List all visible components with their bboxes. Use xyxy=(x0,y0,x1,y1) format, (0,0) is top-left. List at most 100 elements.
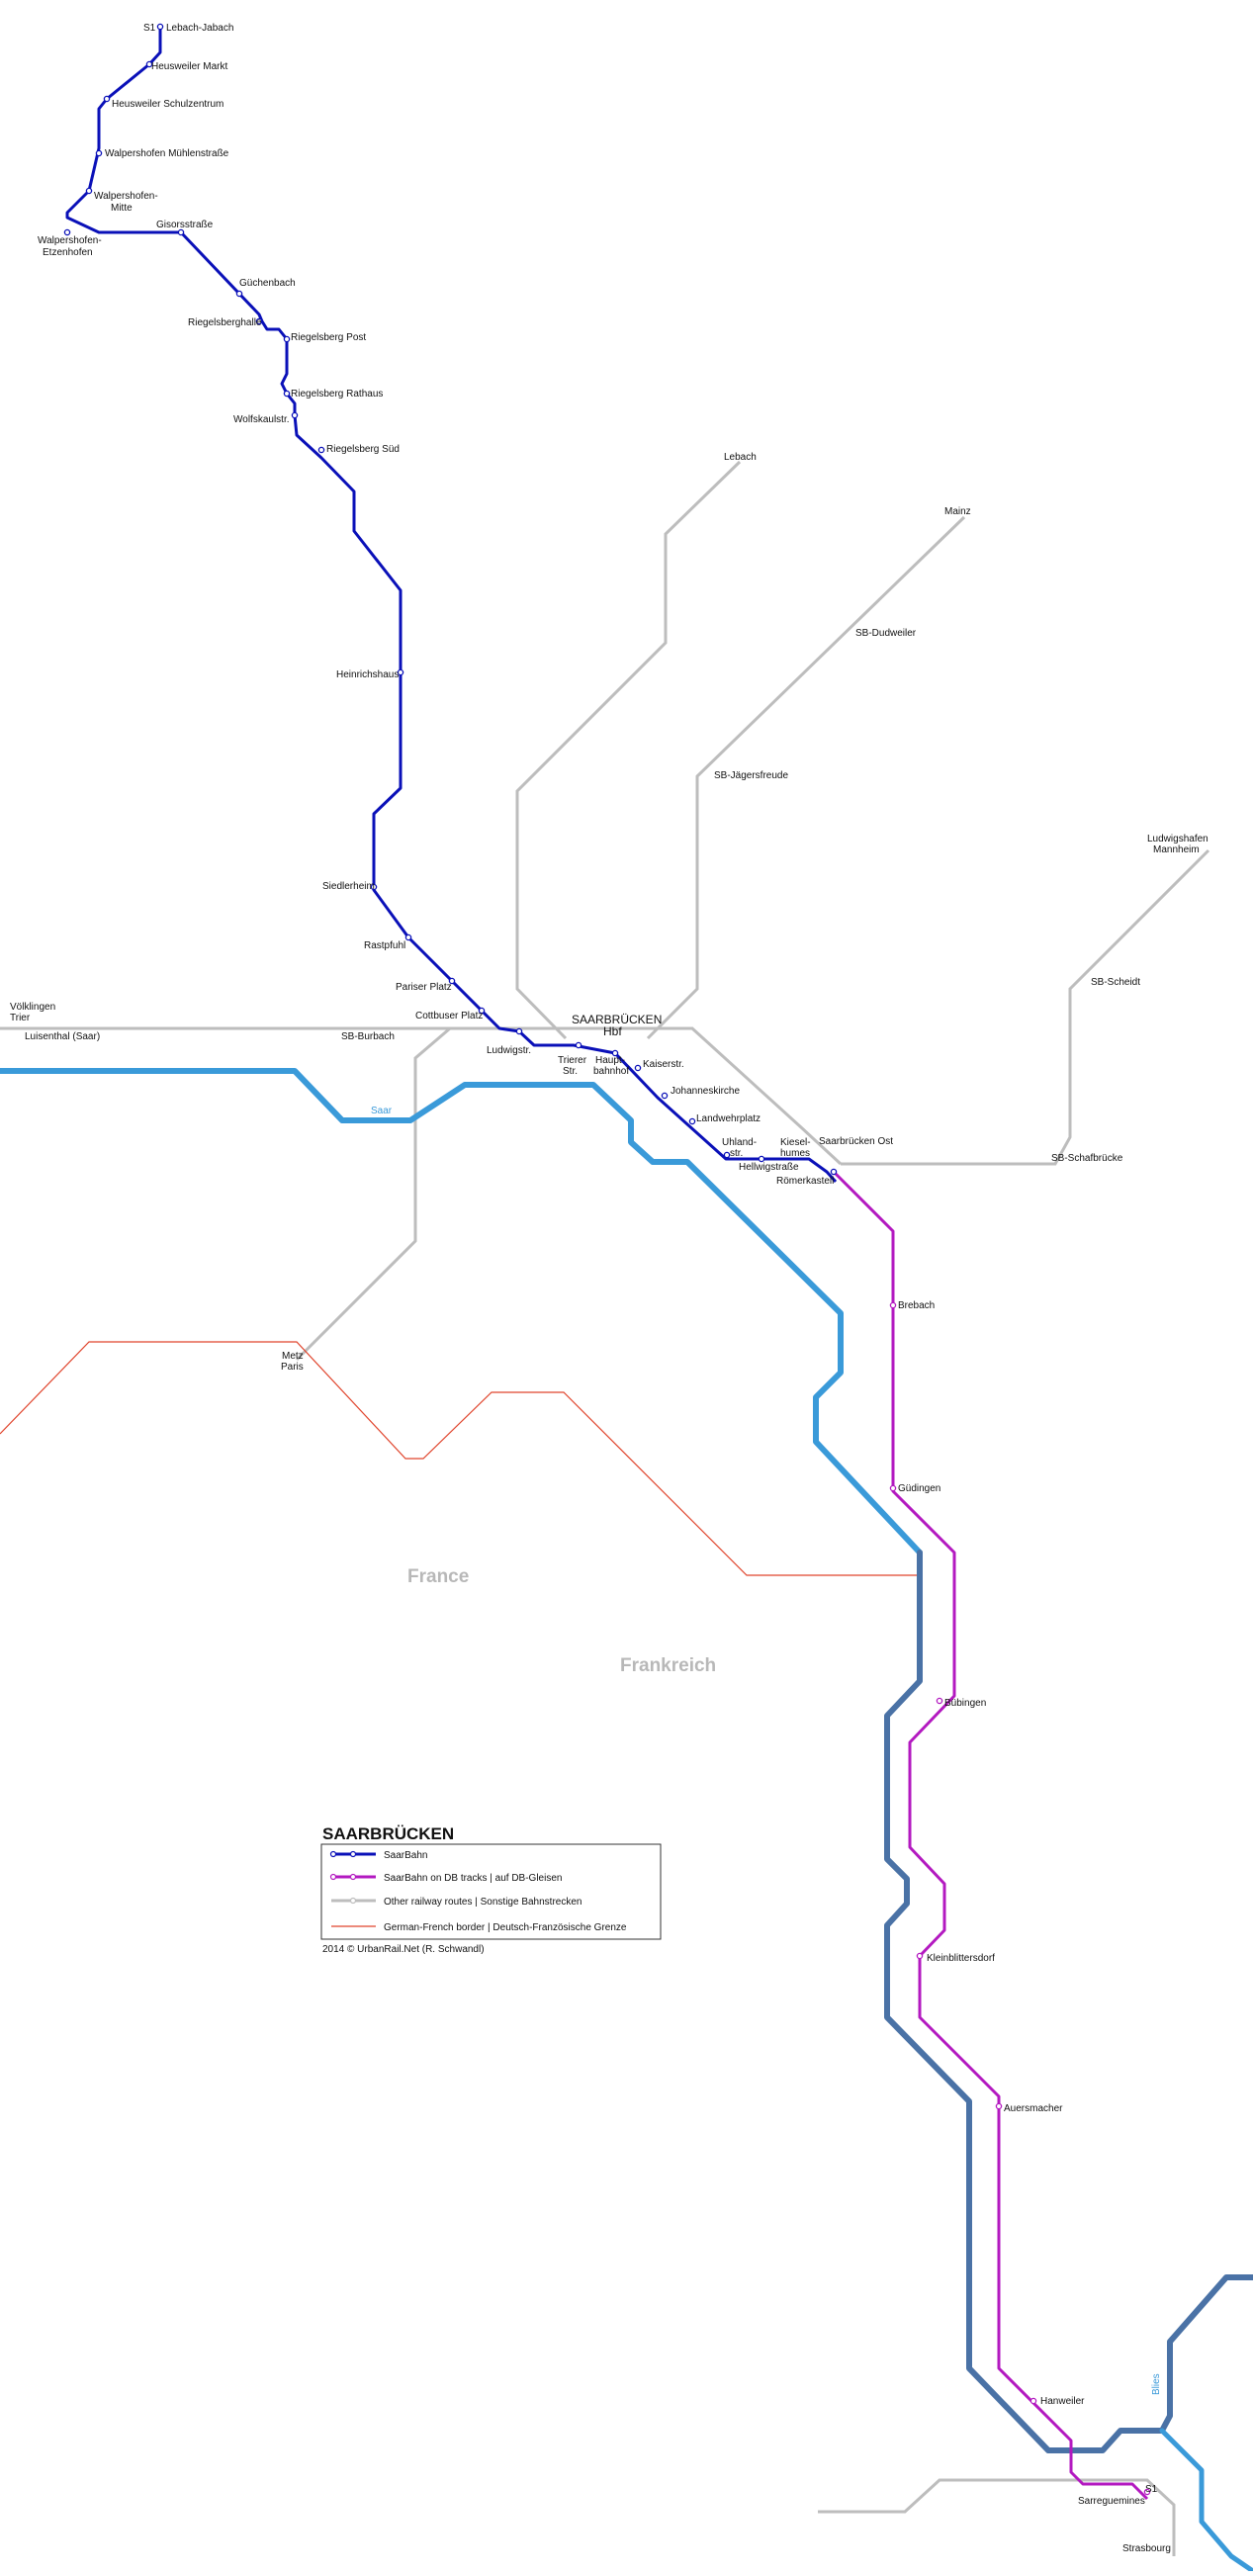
label-hbf-2: Hbf xyxy=(603,1024,622,1038)
station-saarbruecken-ost: Saarbrücken Ost xyxy=(819,1136,893,1147)
railway-strasbourg xyxy=(1070,2478,1176,2556)
station-hauptbahnhof-1: Haupt- xyxy=(595,1055,625,1066)
station-marker-johanneskirche xyxy=(661,1092,669,1100)
station-wolfskaulstr: Wolfskaulstr. xyxy=(233,414,290,425)
legend: SAARBRÜCKEN SaarBahn SaarBahn on DB trac… xyxy=(320,1824,662,1955)
station-hellwigstrasse: Hellwigstraße xyxy=(739,1162,799,1173)
legend-label-railway: Other railway routes | Sonstige Bahnstre… xyxy=(384,1897,582,1908)
station-walpershofen-etzenhofen-2: Etzenhofen xyxy=(43,247,93,258)
station-labels: Lebach-Jabach Heusweiler Markt Heusweile… xyxy=(38,23,1145,2507)
station-marker-riegelsberg-sued xyxy=(317,446,325,454)
label-metz-2: Paris xyxy=(281,1362,304,1373)
station-gisorsstrasse: Gisorsstraße xyxy=(156,220,214,230)
station-uhlandstr-1: Uhland- xyxy=(722,1137,757,1148)
station-marker-pariser-platz xyxy=(448,977,456,985)
station-kaiserstr: Kaiserstr. xyxy=(643,1059,684,1070)
label-sb-dudweiler: SB-Dudweiler xyxy=(855,628,917,639)
label-sb-schafbruecke: SB-Schafbrücke xyxy=(1051,1153,1123,1164)
station-marker-auersmacher xyxy=(995,2102,1003,2110)
station-marker-trierer-str xyxy=(575,1041,582,1049)
station-marker-walpershofen-muehlenstrasse xyxy=(95,149,103,157)
station-riegelsberg-post: Riegelsberg Post xyxy=(291,332,366,343)
station-uhlandstr-2: str. xyxy=(730,1148,743,1159)
station-marker-sarreguemines xyxy=(1143,2488,1151,2496)
station-marker-roemerkastell xyxy=(830,1168,838,1176)
label-frankreich: Frankreich xyxy=(620,1655,716,1676)
label-river-blies: Blies xyxy=(1151,2373,1162,2395)
other-railway-routes xyxy=(0,460,1210,2556)
station-marker-uhlandstr xyxy=(723,1151,731,1159)
station-roemerkastell: Römerkastell xyxy=(776,1176,834,1187)
station-guechenbach: Güchenbach xyxy=(239,278,296,289)
legend-item-border: German-French border | Deutsch-Französis… xyxy=(331,1922,627,1933)
label-voelklingen-2: Trier xyxy=(10,1013,31,1023)
station-sarreguemines: Sarreguemines xyxy=(1078,2496,1145,2507)
station-hanweiler: Hanweiler xyxy=(1040,2396,1085,2407)
station-cottbuser-platz: Cottbuser Platz xyxy=(415,1011,483,1022)
river-blies xyxy=(1159,2428,1253,2574)
legend-credit: 2014 © UrbanRail.Net (R. Schwandl) xyxy=(322,1944,485,1955)
station-riegelsberg-sued: Riegelsberg Süd xyxy=(326,444,400,455)
station-marker-kleinblittersdorf xyxy=(916,1952,924,1960)
station-guedingen: Güdingen xyxy=(898,1483,940,1494)
station-pariser-platz: Pariser Platz xyxy=(396,982,452,993)
label-river-saar: Saar xyxy=(371,1106,393,1116)
legend-label-saarbahn: SaarBahn xyxy=(384,1850,427,1861)
railway-voelklingen xyxy=(0,1026,843,1166)
label-strasbourg: Strasbourg xyxy=(1122,2543,1171,2554)
station-walpershofen-mitte-2: Mitte xyxy=(111,203,133,214)
station-hauptbahnhof-2: bahnhof xyxy=(593,1066,629,1077)
railway-lebach xyxy=(515,460,742,1040)
station-marker-wolfskaulstr xyxy=(291,411,299,419)
railway-sarreguemines-west xyxy=(818,2478,1070,2514)
station-auersmacher: Auersmacher xyxy=(1004,2103,1063,2114)
legend-label-db-tracks: SaarBahn on DB tracks | auf DB-Gleisen xyxy=(384,1873,562,1884)
station-marker-cottbuser-platz xyxy=(478,1007,486,1015)
station-marker-ludwigstr xyxy=(515,1027,523,1035)
station-marker-riegelsberghalle xyxy=(255,317,263,325)
station-marker-gisorsstrasse xyxy=(177,228,185,236)
station-marker-lebach-jabach xyxy=(156,23,164,31)
station-kieselhumes-1: Kiesel- xyxy=(780,1137,811,1148)
station-marker-rastpfuhl xyxy=(404,933,412,941)
station-siedlerheim: Siedlerheim xyxy=(322,881,375,892)
station-marker-heusweiler-markt xyxy=(145,60,153,68)
legend-box xyxy=(320,1843,662,1940)
saarbahn-line xyxy=(65,27,838,1184)
label-sb-jaegersfreude: SB-Jägersfreude xyxy=(714,770,788,781)
station-brebach: Brebach xyxy=(898,1300,935,1311)
railway-ludwigshafen xyxy=(841,848,1210,1166)
station-marker-guechenbach xyxy=(235,290,243,298)
label-ludwigshafen-2: Mannheim xyxy=(1153,844,1200,855)
station-marker-buebingen xyxy=(936,1697,943,1705)
station-heusweiler-schulzentrum: Heusweiler Schulzentrum xyxy=(112,99,224,110)
station-marker-riegelsberg-post xyxy=(283,335,291,343)
label-luisenthal: Luisenthal (Saar) xyxy=(25,1031,100,1042)
railway-metz xyxy=(295,1026,451,1362)
label-ludwigshafen-1: Ludwigshafen xyxy=(1147,834,1208,844)
station-buebingen: Bübingen xyxy=(944,1698,986,1709)
station-lebach-jabach: Lebach-Jabach xyxy=(166,23,233,34)
station-marker-hauptbahnhof xyxy=(611,1049,619,1057)
station-marker-heusweiler-schulzentrum xyxy=(103,95,111,103)
border-line xyxy=(0,1341,920,1576)
station-walpershofen-mitte-1: Walpershofen- xyxy=(94,191,158,202)
legend-item-db-tracks: SaarBahn on DB tracks | auf DB-Gleisen xyxy=(329,1873,562,1884)
station-marker-hellwigstrasse xyxy=(758,1155,765,1163)
label-hbf-1: SAARBRÜCKEN xyxy=(572,1013,662,1026)
station-heusweiler-markt: Heusweiler Markt xyxy=(151,61,227,72)
station-marker-walpershofen-etzenhofen xyxy=(63,228,71,236)
river-saar-border xyxy=(884,1550,1253,2453)
station-marker-guedingen xyxy=(889,1484,897,1492)
station-marker-riegelsberg-rathaus xyxy=(283,390,291,398)
station-rastpfuhl: Rastpfuhl xyxy=(364,940,405,951)
label-france: France xyxy=(407,1566,469,1587)
label-voelklingen-1: Völklingen xyxy=(10,1002,55,1013)
line-badge-s1-end: S1 xyxy=(1145,2484,1158,2495)
station-riegelsberg-rathaus: Riegelsberg Rathaus xyxy=(291,389,383,400)
label-mainz: Mainz xyxy=(944,506,971,517)
label-metz-1: Metz xyxy=(282,1351,304,1362)
station-marker-hanweiler xyxy=(1029,2397,1037,2405)
station-trierer-str-2: Str. xyxy=(563,1066,578,1077)
